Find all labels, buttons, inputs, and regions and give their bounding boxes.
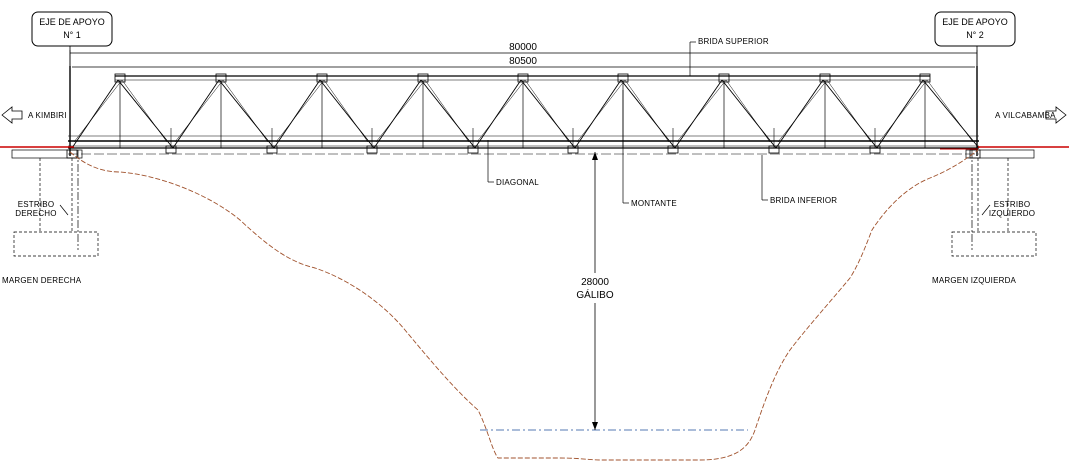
bottom-gusset-plate xyxy=(366,145,378,154)
abutment-left-label: ESTRIBO DERECHO xyxy=(15,200,69,218)
callout-diagonal xyxy=(487,140,494,183)
bottom-gusset-plate xyxy=(869,145,881,154)
bottom-gusset-plate xyxy=(667,145,679,154)
support-axis-1-line1: EJE DE APOYO xyxy=(39,17,105,27)
callout-top-chord xyxy=(689,41,696,76)
diagonal-member xyxy=(822,79,878,149)
abutment-right-label: ESTRIBO IZQUIERDO xyxy=(981,200,1035,218)
diagonal-member xyxy=(319,79,375,149)
callout-vertical-label: MONTANTE xyxy=(631,199,677,208)
diagonal-member xyxy=(721,79,777,149)
diagonal-member-inner xyxy=(926,79,974,143)
diagonal-member xyxy=(117,79,174,149)
support-axis-2: EJE DE APOYO N° 2 xyxy=(934,11,1016,66)
diagonal-member xyxy=(218,79,275,149)
diagonal-member-inner xyxy=(524,79,570,143)
bank-right-label: MARGEN IZQUIERDA xyxy=(932,276,1017,285)
diagonal-member-inner xyxy=(275,79,325,143)
span-dimension-axis: 80500 xyxy=(72,56,975,68)
diagonal-member xyxy=(620,79,676,149)
arrow-right-icon xyxy=(1045,106,1067,124)
diagonal-member-inner xyxy=(375,79,426,143)
callout-bottom-chord xyxy=(761,155,768,201)
diagonal-member-inner xyxy=(222,79,269,143)
callout-bottom-chord-label: BRIDA INFERIOR xyxy=(770,196,837,205)
abutment-right xyxy=(951,149,1037,257)
diagonal-member-inner xyxy=(777,79,828,143)
abutment-left-line1: ESTRIBO xyxy=(18,200,55,209)
diagonal-member-inner xyxy=(624,79,670,143)
truss-structure xyxy=(66,66,981,159)
diagonal-member xyxy=(172,79,220,149)
top-gusset-plate xyxy=(417,73,429,83)
clearance-dimension: 28000 GÁLIBO xyxy=(574,152,616,430)
diagonal-member-inner xyxy=(476,79,526,143)
bottom-gusset-plate xyxy=(467,145,479,154)
bottom-gusset-plate xyxy=(266,145,278,154)
terrain-profile xyxy=(69,149,979,461)
diagonal-member xyxy=(373,79,422,149)
diagonal-member xyxy=(520,79,576,149)
abutment-left-line2: DERECHO xyxy=(15,209,56,218)
direction-right: A VILCABAMBA xyxy=(995,106,1067,124)
abutment-right-line1: ESTRIBO xyxy=(994,200,1031,209)
top-gusset-plate xyxy=(517,73,529,83)
diagonal-member xyxy=(775,79,824,149)
top-gusset-plate xyxy=(919,73,931,83)
diagonal-member-inner xyxy=(424,79,470,143)
diagonal-member xyxy=(474,79,522,149)
clearance-label: GÁLIBO xyxy=(576,288,613,301)
top-gusset-plate xyxy=(617,73,629,83)
bank-left-label: MARGEN DERECHA xyxy=(2,276,82,285)
diagonal-member xyxy=(922,79,980,149)
abutment-left xyxy=(11,149,99,257)
top-gusset-plate xyxy=(114,73,126,83)
span-axis-label: 80500 xyxy=(509,56,537,67)
diagonal-member-inner xyxy=(826,79,872,143)
callout-top-chord-label: BRIDA SUPERIOR xyxy=(698,37,769,46)
diagonal-member xyxy=(420,79,476,149)
diagonal-member-inner xyxy=(323,79,369,143)
top-gusset-plate xyxy=(215,73,227,83)
diagonal-member-inner xyxy=(73,79,123,143)
direction-right-label: A VILCABAMBA xyxy=(995,111,1056,120)
diagonal-member xyxy=(273,79,321,149)
abutment-right-line2: IZQUIERDO xyxy=(989,209,1035,218)
bottom-gusset-plate xyxy=(567,145,579,154)
diagonal-member-inner xyxy=(576,79,626,143)
diagonal-member-inner xyxy=(725,79,771,143)
diagonal-member xyxy=(71,79,119,149)
diagonal-member-inner xyxy=(174,79,224,143)
span-total-label: 80000 xyxy=(509,42,537,53)
diagonal-member xyxy=(574,79,622,149)
arrow-left-icon xyxy=(1,106,23,124)
support-axis-1-line2: N° 1 xyxy=(63,30,81,40)
clearance-value: 28000 xyxy=(581,277,609,288)
support-axis-2-line1: EJE DE APOYO xyxy=(942,17,1008,27)
top-gusset-plate xyxy=(316,73,328,83)
diagonal-member xyxy=(674,79,723,149)
diagonal-member-inner xyxy=(121,79,168,143)
bottom-gusset-plate xyxy=(768,145,780,154)
top-gusset-plate xyxy=(819,73,831,83)
road-level xyxy=(0,146,1069,150)
support-axis-1: EJE DE APOYO N° 1 xyxy=(31,11,113,66)
diagonal-member-inner xyxy=(878,79,928,143)
diagonal-member xyxy=(876,79,924,149)
bottom-gusset-plate xyxy=(165,145,177,154)
callout-diagonal-label: DIAGONAL xyxy=(496,178,539,187)
direction-left-label: A KIMBIRI xyxy=(28,111,67,120)
top-gusset-plate xyxy=(718,73,730,83)
direction-left: A KIMBIRI xyxy=(1,106,67,124)
diagonal-member-inner xyxy=(676,79,727,143)
callout-vertical xyxy=(622,90,629,204)
support-axis-2-line2: N° 2 xyxy=(966,30,984,40)
